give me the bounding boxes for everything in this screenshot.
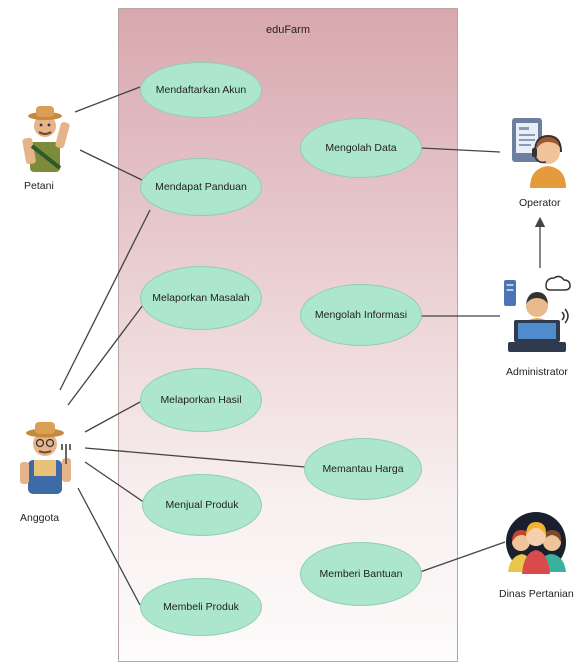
use-case-menjual-produk: Menjual Produk xyxy=(142,474,262,536)
actor-label-administrator: Administrator xyxy=(506,366,568,378)
line-anggota-lapor-hasil xyxy=(84,401,141,433)
actor-label-anggota: Anggota xyxy=(20,512,60,524)
group-people-icon xyxy=(506,512,566,574)
line-anggota-jual-produk xyxy=(84,461,146,504)
use-case-melaporkan-hasil: Melaporkan Hasil xyxy=(140,368,262,432)
operator-headset-icon xyxy=(512,118,566,188)
use-case-mendaftarkan-akun: Mendaftarkan Akun xyxy=(140,62,262,118)
use-case-memantau-harga: Memantau Harga xyxy=(304,438,422,500)
farmer-icon xyxy=(22,106,70,172)
admin-computer-icon xyxy=(504,275,571,352)
use-case-mengolah-informasi: Mengolah Informasi xyxy=(300,284,422,346)
use-case-membeli-produk: Membeli Produk xyxy=(140,578,262,636)
actor-label-dinas-pertanian: Dinas Pertanian xyxy=(499,588,574,600)
actor-label-operator: Operator xyxy=(519,197,561,209)
farmer-member-icon xyxy=(20,422,71,494)
system-title: eduFarm xyxy=(265,24,311,36)
line-anggota-dapat-panduan xyxy=(59,209,151,391)
line-petani-daftar-akun xyxy=(74,86,141,113)
use-case-mendapat-panduan: Mendapat Panduan xyxy=(140,158,262,216)
use-case-mengolah-data: Mengolah Data xyxy=(300,118,422,178)
line-anggota-pantau-harga xyxy=(84,447,306,468)
use-case-melaporkan-masalah: Melaporkan Masalah xyxy=(140,266,262,330)
line-anggota-lapor-masalah xyxy=(67,304,144,406)
line-petani-dapat-panduan xyxy=(79,149,143,181)
line-dinas-beri-bantuan xyxy=(419,541,506,573)
line-operator-olah-data xyxy=(420,147,501,153)
line-anggota-beli-produk xyxy=(77,487,141,606)
actor-label-petani: Petani xyxy=(24,180,54,192)
use-case-memberi-bantuan: Memberi Bantuan xyxy=(300,542,422,606)
